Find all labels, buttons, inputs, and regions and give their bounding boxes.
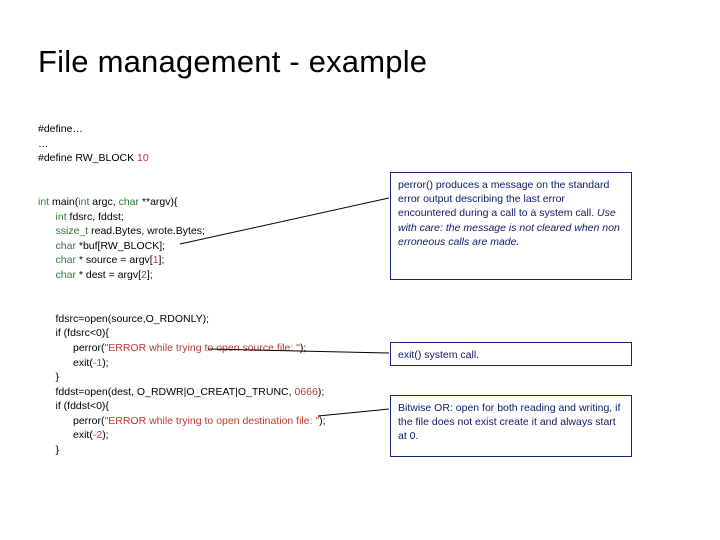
code-token: * source = argv[ [75, 254, 153, 267]
code-token: … [38, 137, 49, 150]
code-token: if (fdsrc<0){ [38, 327, 109, 340]
code-line: char * source = argv[1]; [38, 253, 438, 268]
code-token: exit( [38, 356, 93, 369]
code-token: "ERROR while trying to open source file:… [104, 341, 300, 354]
code-token: char [118, 195, 139, 208]
code-token: "ERROR while trying to open destination … [104, 414, 320, 427]
code-line [38, 297, 438, 312]
code-token: read.Bytes, wrote.Bytes; [88, 225, 205, 238]
code-line: … [38, 137, 438, 152]
code-token: ]; [146, 268, 153, 281]
code-token: ]; [158, 254, 165, 267]
code-token: exit( [38, 429, 93, 442]
code-token: main( [49, 195, 79, 208]
code-token: 0666 [294, 385, 318, 398]
code-token: int [78, 195, 90, 208]
code-token: -2 [92, 429, 103, 442]
callout-bitwise: Bitwise OR: open for both reading and wr… [390, 395, 632, 457]
code-line: if (fdsrc<0){ [38, 326, 438, 341]
code-token: #define RW_BLOCK [38, 152, 138, 165]
code-token: 1 [152, 254, 159, 267]
code-token: 10 [137, 152, 149, 165]
code-token: fdsrc, fddst; [66, 210, 124, 223]
code-line: #define RW_BLOCK 10 [38, 151, 438, 166]
code-line: fddst=open(dest, O_RDWR|O_CREAT|O_TRUNC,… [38, 385, 438, 400]
callout-exit: exit() system call. [390, 342, 632, 366]
code-token: ); [299, 341, 307, 354]
code-token [38, 240, 56, 252]
code-token: * dest = argv[ [75, 268, 142, 281]
code-line [38, 166, 438, 181]
code-line: perror("ERROR while trying to open desti… [38, 414, 438, 429]
callout-perror-plain: perror() produces a message on the stand… [398, 179, 610, 220]
code-token: char [55, 254, 76, 267]
code-token: **argv){ [139, 195, 178, 208]
code-token: char [55, 239, 76, 252]
callout-perror: perror() produces a message on the stand… [390, 172, 632, 280]
code-line [38, 180, 438, 195]
code-token: argc, [89, 195, 119, 208]
code-line: int fdsrc, fddst; [38, 210, 438, 225]
code-token: int [38, 195, 50, 208]
code-token: 2 [141, 268, 147, 281]
code-token: ssize_t [55, 225, 89, 238]
code-token: perror( [38, 414, 105, 427]
code-line: char * dest = argv[2]; [38, 268, 438, 283]
code-line: } [38, 370, 438, 385]
code-token [38, 211, 56, 223]
code-line: exit(-1); [38, 356, 438, 371]
code-token: -1 [92, 356, 103, 369]
code-token: fdsrc=open(source,O_RDONLY); [38, 312, 210, 325]
code-line [38, 283, 438, 298]
code-token: perror( [38, 341, 105, 354]
code-token [38, 225, 56, 237]
code-line: fdsrc=open(source,O_RDONLY); [38, 312, 438, 327]
code-line: } [38, 443, 438, 458]
code-token [38, 269, 56, 281]
code-token: ); [317, 385, 325, 398]
code-token: ); [102, 429, 109, 442]
code-line: char *buf[RW_BLOCK]; [38, 239, 438, 254]
page-title: File management - example [38, 44, 428, 79]
code-line: perror("ERROR while trying to open sourc… [38, 341, 438, 356]
code-token: int [55, 210, 67, 223]
code-token [38, 254, 56, 266]
code-token: ); [102, 356, 109, 369]
code-listing: #define……#define RW_BLOCK 10 int main(in… [38, 122, 438, 458]
callout-exit-text: exit() system call. [398, 349, 480, 361]
code-token: } [38, 444, 60, 457]
code-token: char [55, 268, 76, 281]
callout-bitwise-text: Bitwise OR: open for both reading and wr… [398, 402, 621, 443]
code-token: ); [319, 414, 326, 427]
code-line: ssize_t read.Bytes, wrote.Bytes; [38, 224, 438, 239]
code-token: fddst=open(dest, O_RDWR|O_CREAT|O_TRUNC, [38, 385, 295, 398]
code-token: *buf[RW_BLOCK]; [75, 239, 166, 252]
code-token: } [38, 371, 60, 384]
code-token: if (fddst<0){ [38, 400, 109, 413]
code-line: if (fddst<0){ [38, 399, 438, 414]
code-line: exit(-2); [38, 428, 438, 443]
code-line: #define… [38, 122, 438, 137]
code-line: int main(int argc, char **argv){ [38, 195, 438, 210]
callout-perror-italic: Use with care: the message is not cleare… [398, 207, 620, 248]
code-token: #define… [38, 123, 83, 135]
